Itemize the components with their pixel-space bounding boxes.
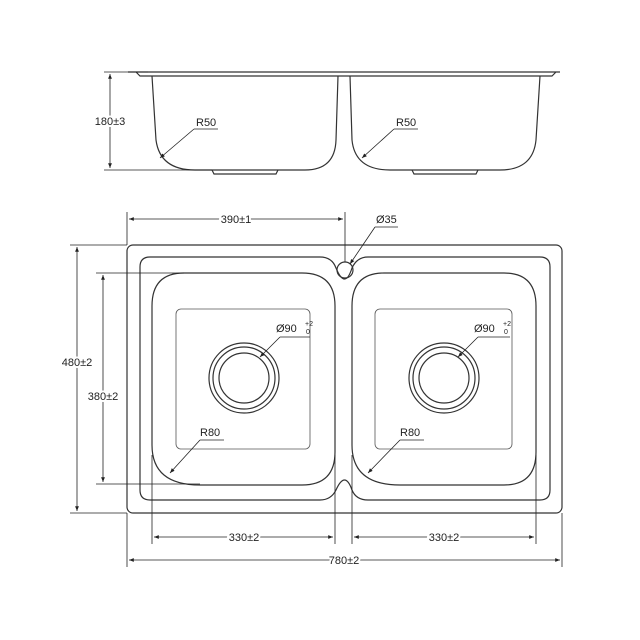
tap-hole-leader [349,226,376,265]
bowl-radius-left-label: R80 [200,427,220,439]
bowl-height-label: 380±2 [88,391,119,403]
side-bowl-left [151,75,339,171]
side-view: 180±3 R50 R50 [93,71,560,175]
bowl-left-outline [151,272,336,486]
tap-hole-label: Ø35 [376,214,397,226]
side-rim [128,71,560,77]
total-height-label: 480±2 [62,357,93,369]
drain-left-leader [259,336,281,358]
drain-right-outer [408,342,480,414]
side-bowl-right [349,75,541,171]
bowl-center-label: 390±1 [221,214,252,226]
side-drain-left [211,169,279,175]
sink-outer-edge [126,244,563,514]
drain-right-leader [457,336,479,358]
sink-inner-rim [139,256,551,501]
total-width-label: 780±2 [329,555,360,567]
bowl-width-left-label: 330±2 [229,532,260,544]
tap-hole [336,261,354,279]
side-radius-right-leader [361,128,395,159]
bowl-width-right-label: 330±2 [429,532,460,544]
drain-right-tolerance-upper: +2 [503,321,511,328]
drain-left-tolerance-lower: 0 [306,329,310,336]
bowl-radius-left-leader [169,439,201,474]
bowl-radius-right-leader [367,439,401,474]
side-drain-right [411,169,479,175]
bowl-right-floor [374,308,513,450]
side-radius-right-label: R50 [396,117,416,129]
svg-text:Ø90: Ø90 [276,323,297,335]
drain-right-inner [418,352,470,404]
top-view: 390±1 Ø35 480±2 380±2 Ø90 +2 0 Ø90 +2 0 … [60,212,563,569]
bowl-left-floor [175,308,311,450]
bowl-radius-right-label: R80 [400,427,420,439]
drain-left-inner [218,352,270,404]
side-radius-left-label: R50 [196,117,216,129]
drain-right-label: Ø90 [474,323,495,335]
drain-right-tolerance-lower: 0 [504,329,508,336]
drain-left-label: Ø90 [276,323,297,335]
drain-left-tolerance-upper: +2 [305,321,313,328]
side-height-label: 180±3 [95,116,126,128]
svg-text:Ø90: Ø90 [474,323,495,335]
bowl-right-outline [351,272,537,486]
side-radius-left-leader [159,128,195,159]
drain-left-outer [208,342,280,414]
